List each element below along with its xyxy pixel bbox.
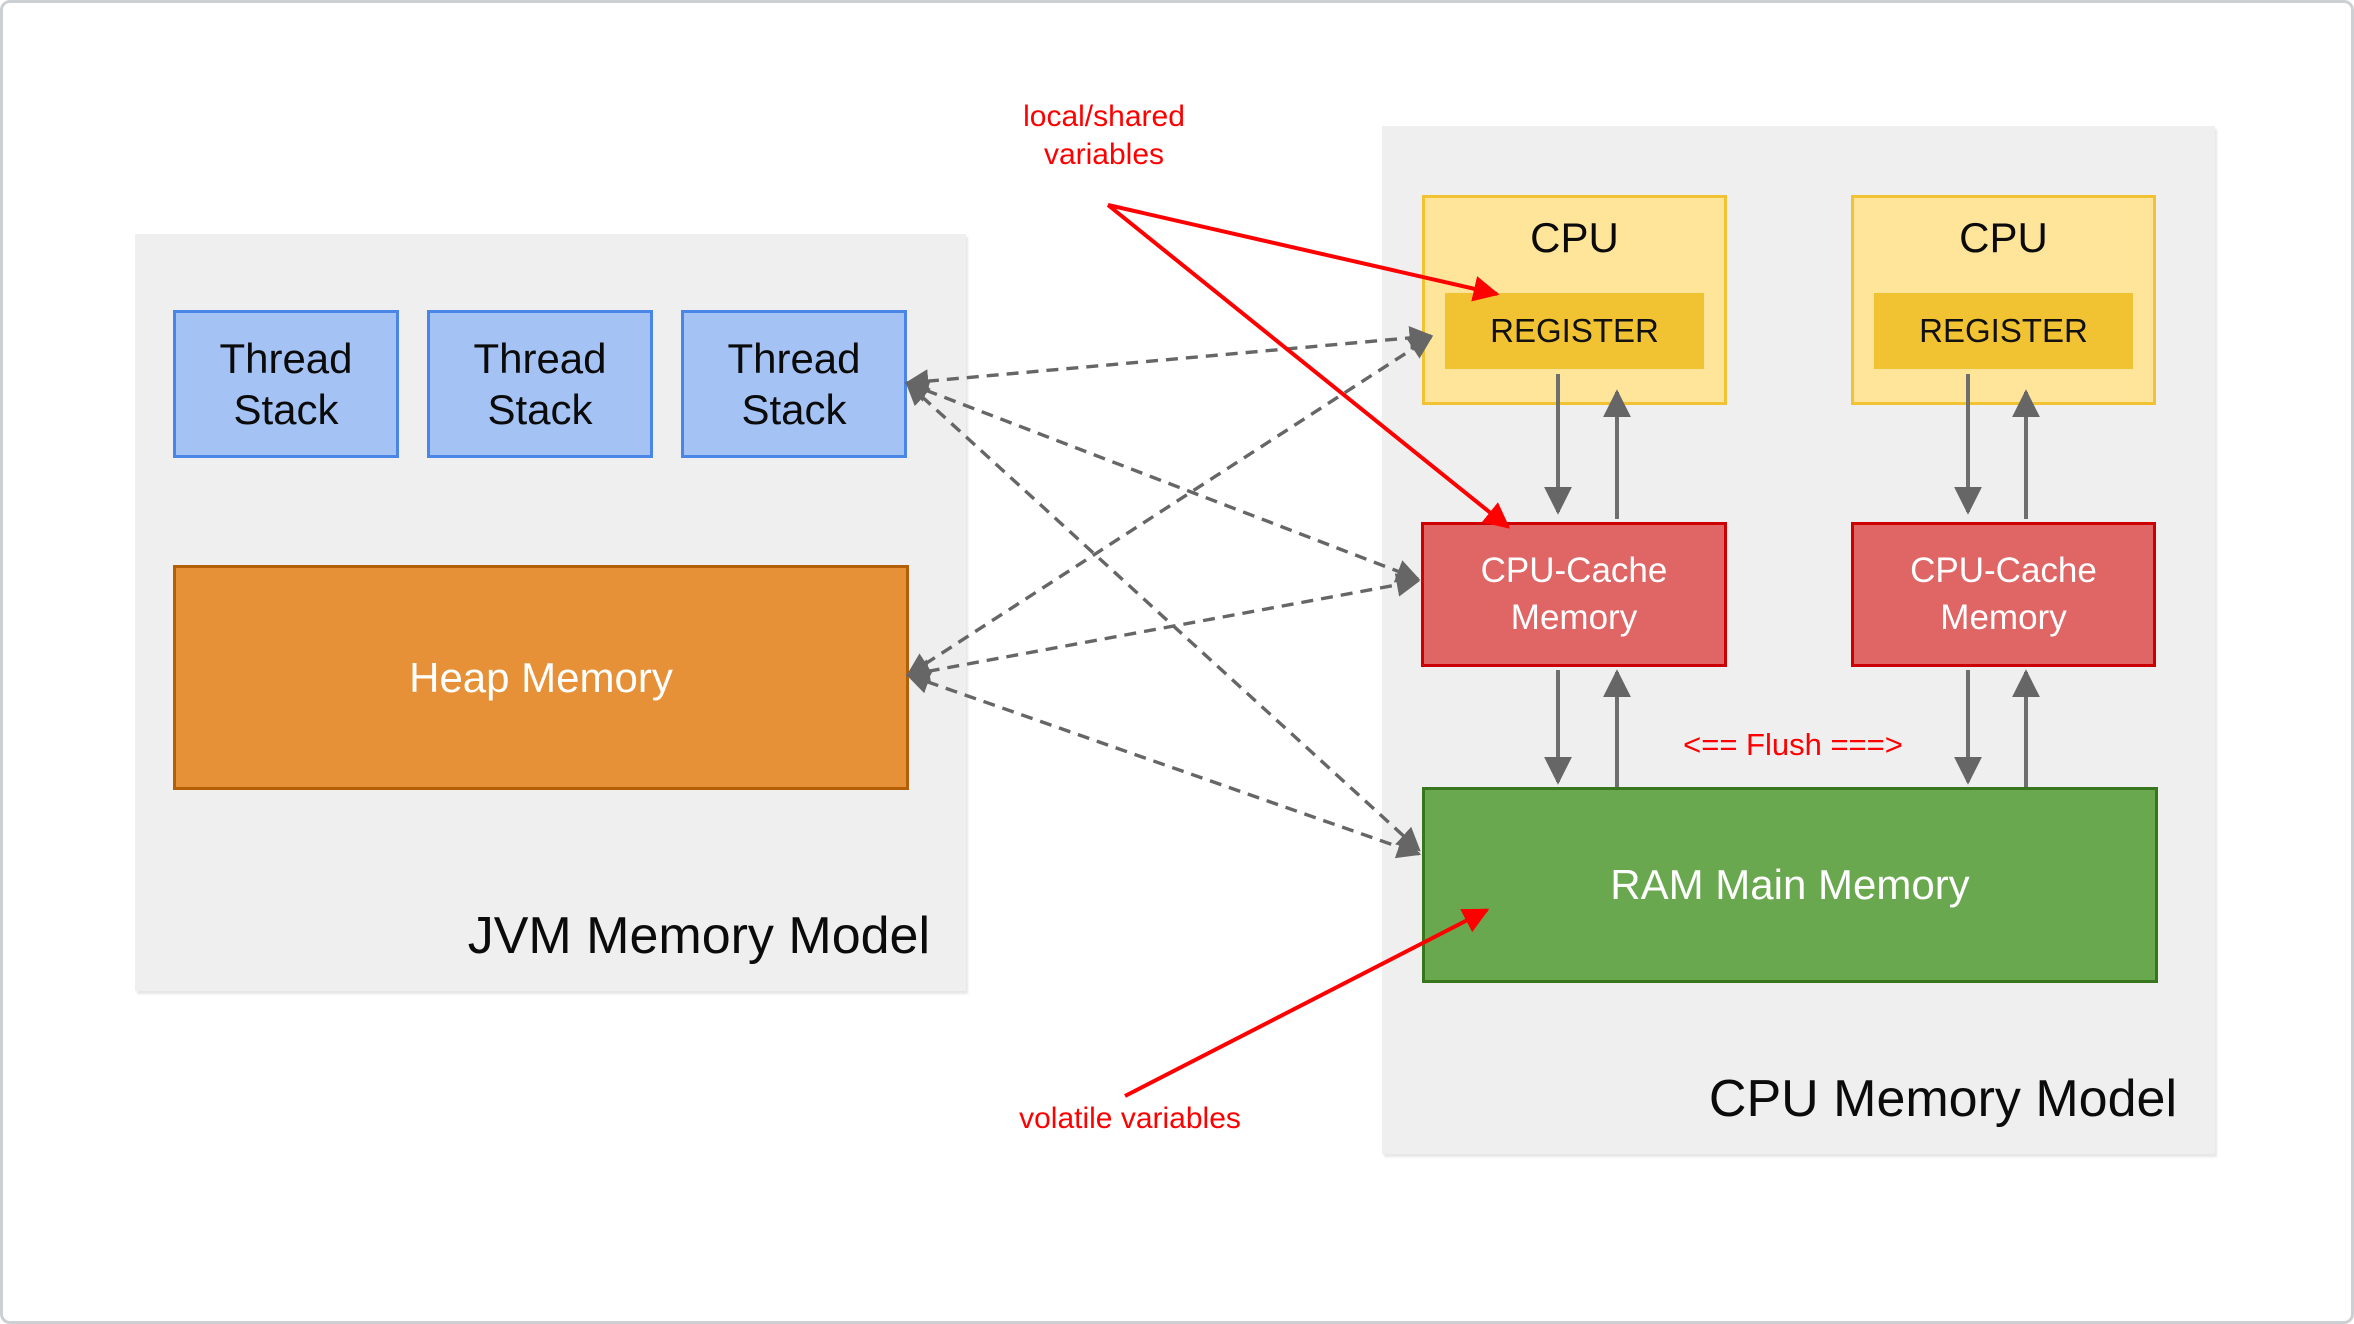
dashed-arrow-heap-ram [905, 670, 1422, 859]
heap-memory-box: Heap Memory [173, 565, 909, 790]
register-box-2: REGISTER [1874, 293, 2133, 369]
dashed-arrow-threadstack-ram [905, 381, 1421, 852]
cpu-panel-title: CPU Memory Model [1708, 1070, 2177, 1128]
annotation-local-shared-variables: local/shared variables [1023, 100, 1185, 171]
heap-memory-label: Heap Memory [409, 653, 673, 701]
cpu-label: CPU [1959, 214, 2048, 261]
annotation-flush: <== Flush ===> [1683, 727, 1903, 762]
register-label: REGISTER [1919, 312, 2088, 349]
dashed-arrow-threadstack-cache [904, 379, 1421, 583]
cpu-box-2: CPU REGISTER [1851, 195, 2156, 405]
thread-stack-label: Thread Stack [727, 334, 861, 433]
cpu-box-1: CPU REGISTER [1422, 195, 1727, 405]
cpu-cache-box-2: CPU-Cache Memory [1851, 522, 2156, 667]
annotation-volatile-variables: volatile variables [1019, 1102, 1241, 1135]
thread-stack-box-2: Thread Stack [427, 310, 653, 458]
thread-stack-label: Thread Stack [219, 334, 353, 433]
thread-stack-box-1: Thread Stack [173, 310, 399, 458]
dashed-arrow-heap-register [906, 335, 1433, 677]
ram-main-memory-box: RAM Main Memory [1422, 787, 2158, 983]
jvm-panel-title: JVM Memory Model [467, 907, 930, 965]
thread-stack-label: Thread Stack [473, 334, 607, 433]
thread-stack-box-3: Thread Stack [681, 310, 907, 458]
register-label: REGISTER [1490, 312, 1659, 349]
dashed-arrow-threadstack-register [904, 326, 1434, 393]
cpu-cache-label: CPU-Cache Memory [1480, 551, 1668, 637]
dashed-arrow-heap-cache [905, 573, 1421, 683]
ram-main-memory-label: RAM Main Memory [1610, 861, 1970, 908]
register-box-1: REGISTER [1445, 293, 1704, 369]
cpu-cache-label: CPU-Cache Memory [1910, 551, 2097, 637]
cpu-cache-box-1: CPU-Cache Memory [1421, 522, 1727, 667]
cpu-label: CPU [1530, 214, 1619, 261]
